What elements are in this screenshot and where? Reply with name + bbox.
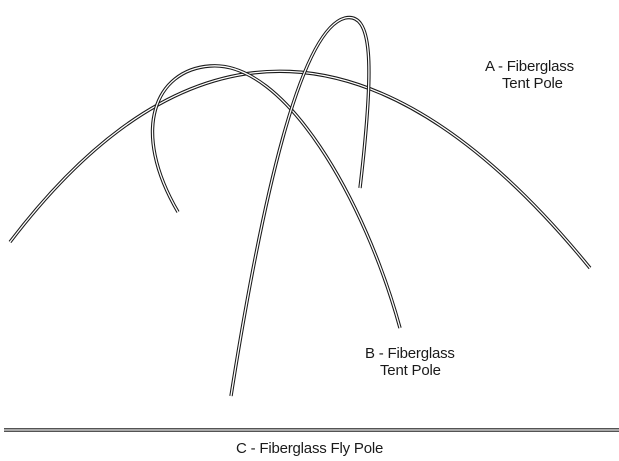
pole-b-label-line2: Tent Pole xyxy=(380,362,441,379)
pole-c-label-text: C - Fiberglass Fly Pole xyxy=(236,440,384,457)
pole-b xyxy=(150,64,402,329)
pole-a-label: A - Fiberglass Tent Pole xyxy=(485,58,574,92)
pole-a-label-line2: Tent Pole xyxy=(502,75,563,92)
pole-b-label: B - Fiberglass Tent Pole xyxy=(365,345,455,379)
pole-c-label: C - Fiberglass Fly Pole xyxy=(236,440,383,457)
pole-b-cross xyxy=(229,15,371,397)
pole-a-label-line1: A - Fiberglass xyxy=(485,58,574,75)
pole-b-label-line1: B - Fiberglass xyxy=(365,345,455,362)
pole-a xyxy=(8,69,592,270)
